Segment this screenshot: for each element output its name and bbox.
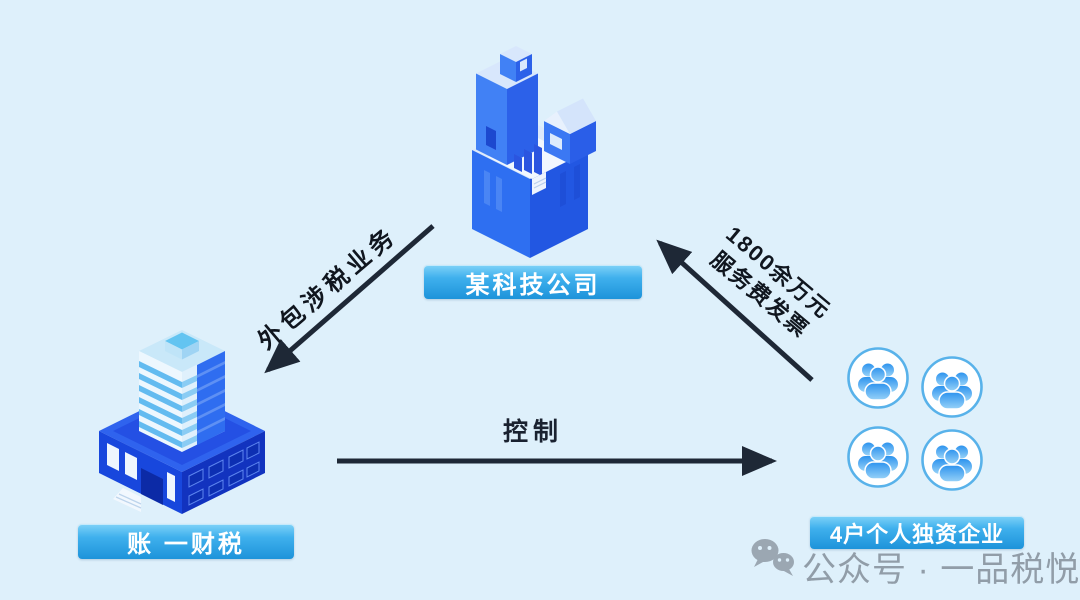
arrow-invoice [656,239,814,382]
control-edge-label: 控制 [502,418,564,446]
people-group-icon [847,347,909,409]
tech-company-building-icon [472,46,596,258]
tech-company-label: 某科技公司 [424,265,642,299]
sole-proprietorships-label: 4户个人独资企业 [810,516,1024,549]
arrow-outsource [264,224,435,374]
people-group-icon [921,429,983,491]
people-group-icon [847,426,909,488]
wechat-icon [751,539,794,576]
watermark-text: 公众号 · 一品税悦 [802,551,1080,589]
people-group-icon [921,356,983,418]
accounting-firm-label: 账 一财税 [78,524,294,559]
accounting-firm-building-icon [99,330,265,514]
